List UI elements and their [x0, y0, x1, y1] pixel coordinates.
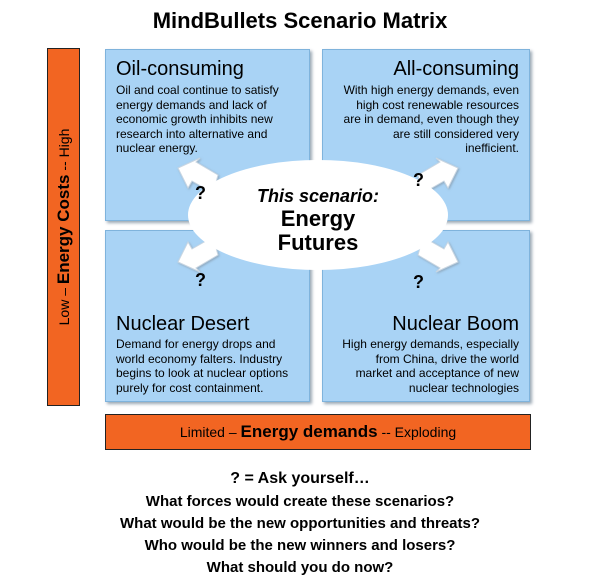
quadrant-title: Nuclear Boom — [392, 313, 519, 335]
question-mark-bottom-right: ? — [413, 272, 424, 292]
page-title: MindBullets Scenario Matrix — [152, 8, 448, 33]
ask-yourself-heading: ? = Ask yourself… — [230, 470, 370, 487]
quadrant-description: With high energy demands, even high cost… — [343, 83, 519, 155]
question-line: What would be the new opportunities and … — [120, 515, 480, 532]
quadrant-description: Oil and coal continue to satisfy energy … — [116, 83, 279, 155]
quadrant-description: Demand for energy drops and world econom… — [116, 337, 289, 395]
question-line: Who would be the new winners and losers? — [144, 537, 456, 554]
energy-costs-axis: Low – Energy Costs -- High — [47, 48, 80, 406]
question-mark-top-right: ? — [413, 170, 424, 190]
question-line: What forces would create these scenarios… — [145, 493, 455, 510]
quadrant-description: High energy demands, especially from Chi… — [342, 337, 519, 395]
axis-low-label: Limited — [179, 424, 225, 440]
question-mark-bottom-left: ? — [195, 270, 206, 290]
quadrant-title: All-consuming — [393, 58, 519, 80]
axis-name: Energy demands — [240, 422, 378, 441]
axis-high-label: Exploding — [394, 424, 457, 440]
scenario-label: This scenario: — [256, 186, 380, 206]
center-ellipse — [188, 160, 448, 270]
quadrant-nuclear-boom: Nuclear Boom High energy demands, especi… — [322, 230, 530, 402]
scenario-name-line2: Futures — [277, 230, 359, 255]
question-mark-top-left: ? — [195, 183, 206, 203]
question-line: What should you do now? — [206, 559, 394, 576]
center-label: This scenario: Energy Futures — [188, 186, 448, 255]
quadrant-title: Nuclear Desert — [116, 313, 250, 335]
energy-demands-axis: Limited – Energy demands -- Exploding — [105, 414, 531, 450]
quadrant-title: Oil-consuming — [116, 58, 244, 80]
scenario-name-line1: Energy — [280, 206, 356, 231]
